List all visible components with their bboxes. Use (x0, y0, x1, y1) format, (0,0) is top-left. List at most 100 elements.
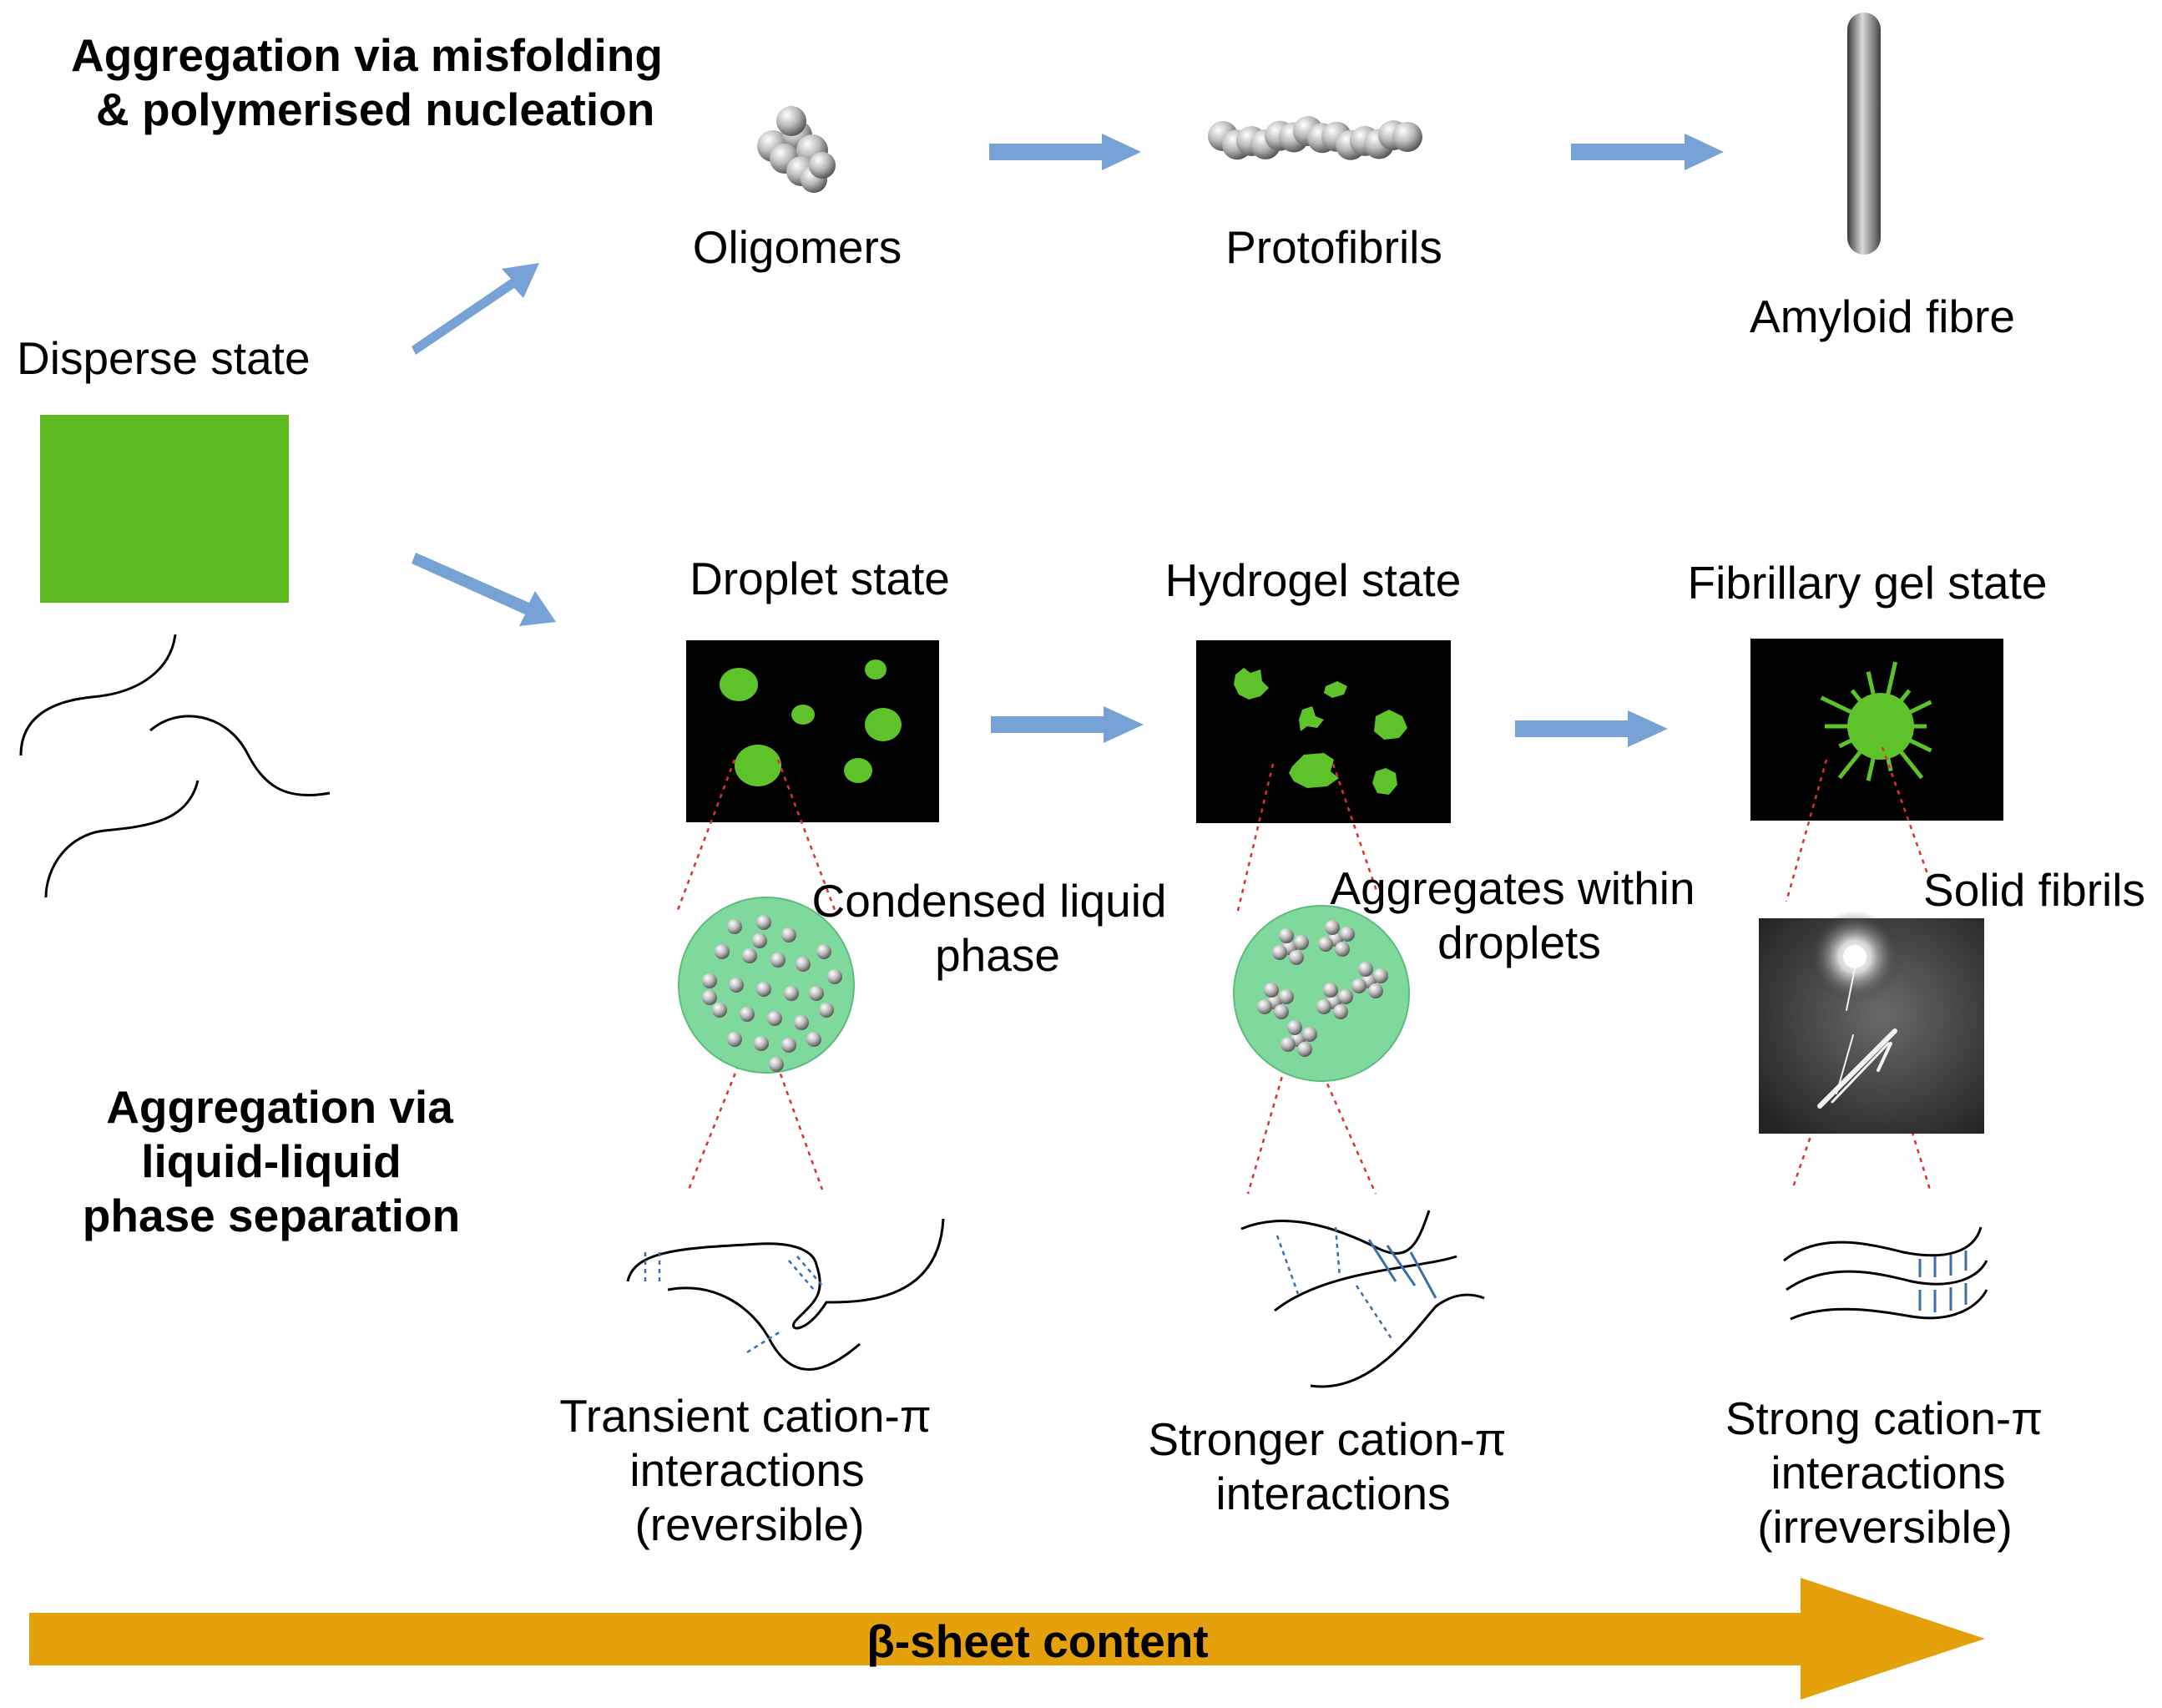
condensed-sphere (767, 1011, 782, 1026)
protofibril-chain (1208, 116, 1422, 160)
condensed-sphere (740, 1007, 755, 1022)
fibrillary-aggregate (1847, 693, 1914, 760)
aggregate-sphere (1323, 983, 1338, 998)
strong-label-line3: (irreversible) (1757, 1501, 2013, 1553)
condensed-sphere (816, 944, 831, 959)
irregular-droplet (1299, 706, 1324, 731)
aggregate-sphere (1297, 1042, 1312, 1057)
chain (1274, 1255, 1457, 1312)
aggregate-sphere (1373, 968, 1388, 983)
transient-bonds (644, 1252, 823, 1354)
strong-label-line1: Strong cation-π (1725, 1392, 2043, 1444)
aggregate-sphere (1316, 999, 1331, 1014)
amyloid-fibre-rod (1847, 13, 1881, 255)
zoom-line (1235, 763, 1275, 915)
disperse-green-block (40, 415, 289, 603)
aggregates-label: Aggregates within droplets (1330, 862, 1695, 968)
aggregates-label-line1: Aggregates within (1330, 862, 1695, 914)
solid-fibrils-micrograph (1759, 911, 1984, 1134)
condensed-sphere (715, 944, 730, 959)
condensed-sphere (781, 1038, 796, 1053)
arrow-droplet-to-hydrogel (991, 706, 1144, 743)
transient-interaction-diagram (626, 1218, 945, 1371)
condensed-label-line2: phase (935, 929, 1060, 981)
chain (1790, 1289, 1988, 1321)
aggregate-sphere (1333, 1004, 1348, 1019)
aggregate-sphere (1257, 999, 1272, 1014)
stronger-interaction-label: Stronger cation-π interactions (1148, 1413, 1506, 1519)
condensed-sphere (756, 915, 771, 930)
stronger-interaction-diagram (1240, 1210, 1485, 1388)
droplet (735, 745, 781, 786)
oligomer-sphere (809, 152, 836, 179)
process-arrows (412, 134, 1724, 747)
hydrogel-state-panel (1196, 640, 1451, 823)
bond (746, 1330, 781, 1354)
hydrogel-panel-bg (1196, 640, 1451, 823)
condensed-sphere (806, 1032, 821, 1047)
condensed-sphere (702, 990, 717, 1005)
condensed-sphere (729, 978, 744, 993)
aggregate-sphere (1335, 942, 1350, 957)
condensed-sphere (754, 1036, 769, 1051)
solid-fibrils-label: Solid fibrils (1923, 864, 2145, 916)
bond (788, 1260, 815, 1291)
strong-bonds (1918, 1251, 1968, 1312)
condensed-sphere (819, 1003, 834, 1018)
transient-label-line1: Transient cation-π (559, 1390, 932, 1442)
droplet (865, 708, 902, 741)
solid-bonds (1367, 1239, 1437, 1299)
aggregate-sphere (1325, 920, 1340, 935)
stronger-label-line1: Stronger cation-π (1148, 1413, 1506, 1465)
aggregate-sphere (1340, 927, 1355, 942)
aggregate-sphere (1272, 945, 1287, 960)
llps-heading-line2: liquid-liquid (141, 1135, 402, 1187)
transient-label-line2: interactions (629, 1444, 864, 1496)
droplet (844, 758, 872, 783)
condensed-sphere (784, 986, 799, 1001)
irregular-droplet (1374, 710, 1407, 740)
chain (667, 1286, 861, 1371)
transient-label-line3: (reversible) (634, 1498, 864, 1550)
chain (1786, 1260, 1988, 1291)
beta-sheet-arrow (29, 1578, 1985, 1700)
chain (791, 1218, 945, 1330)
zoom-line (1246, 1041, 1294, 1195)
bond (1334, 1226, 1341, 1278)
misfolding-heading-line2: & polymerised nucleation (96, 83, 654, 135)
chain (1240, 1210, 1431, 1255)
chain (626, 1242, 818, 1282)
llps-heading-line1: Aggregation via (106, 1081, 453, 1133)
misfolding-heading-line1: Aggregation via misfolding (71, 29, 663, 81)
strong-interaction-label: Strong cation-π interactions (irreversib… (1725, 1392, 2043, 1553)
llps-heading: Aggregation via liquid-liquid phase sepa… (83, 1081, 460, 1241)
aggregate-sphere (1368, 983, 1383, 998)
protofibril-sphere (1392, 122, 1422, 153)
amyloid-fibre-label: Amyloid fibre (1750, 291, 2015, 342)
zoom-line (1331, 763, 1379, 894)
aggregate-sphere (1302, 1027, 1317, 1042)
condensed-label-line1: Condensed liquid (811, 875, 1166, 927)
micrograph-fibrils (1817, 968, 1897, 1109)
aggregate-sphere (1358, 962, 1373, 977)
disperse-state-label: Disperse state (17, 332, 311, 384)
strong-interaction-diagram (1783, 1226, 1988, 1321)
bond (796, 1256, 823, 1286)
aggregate-sphere (1287, 1020, 1302, 1035)
irregular-droplet (1324, 681, 1347, 698)
condensed-sphere (727, 1032, 742, 1047)
bond (1367, 1239, 1397, 1282)
condensed-sphere (770, 953, 785, 968)
condensed-spheres (702, 915, 842, 1072)
chain-3 (44, 780, 200, 898)
droplet (720, 668, 758, 701)
fibrillary-gel-panel (1750, 639, 2003, 821)
oligomers-label: Oligomers (693, 221, 902, 273)
oligomer-sphere (776, 106, 806, 136)
condensed-liquid-label: Condensed liquid phase (811, 875, 1166, 981)
condensed-sphere (769, 1057, 784, 1072)
micrograph-core (1843, 945, 1866, 968)
bond (1355, 1285, 1394, 1341)
bond (1386, 1245, 1417, 1286)
aggregate-spheres (1257, 920, 1388, 1057)
